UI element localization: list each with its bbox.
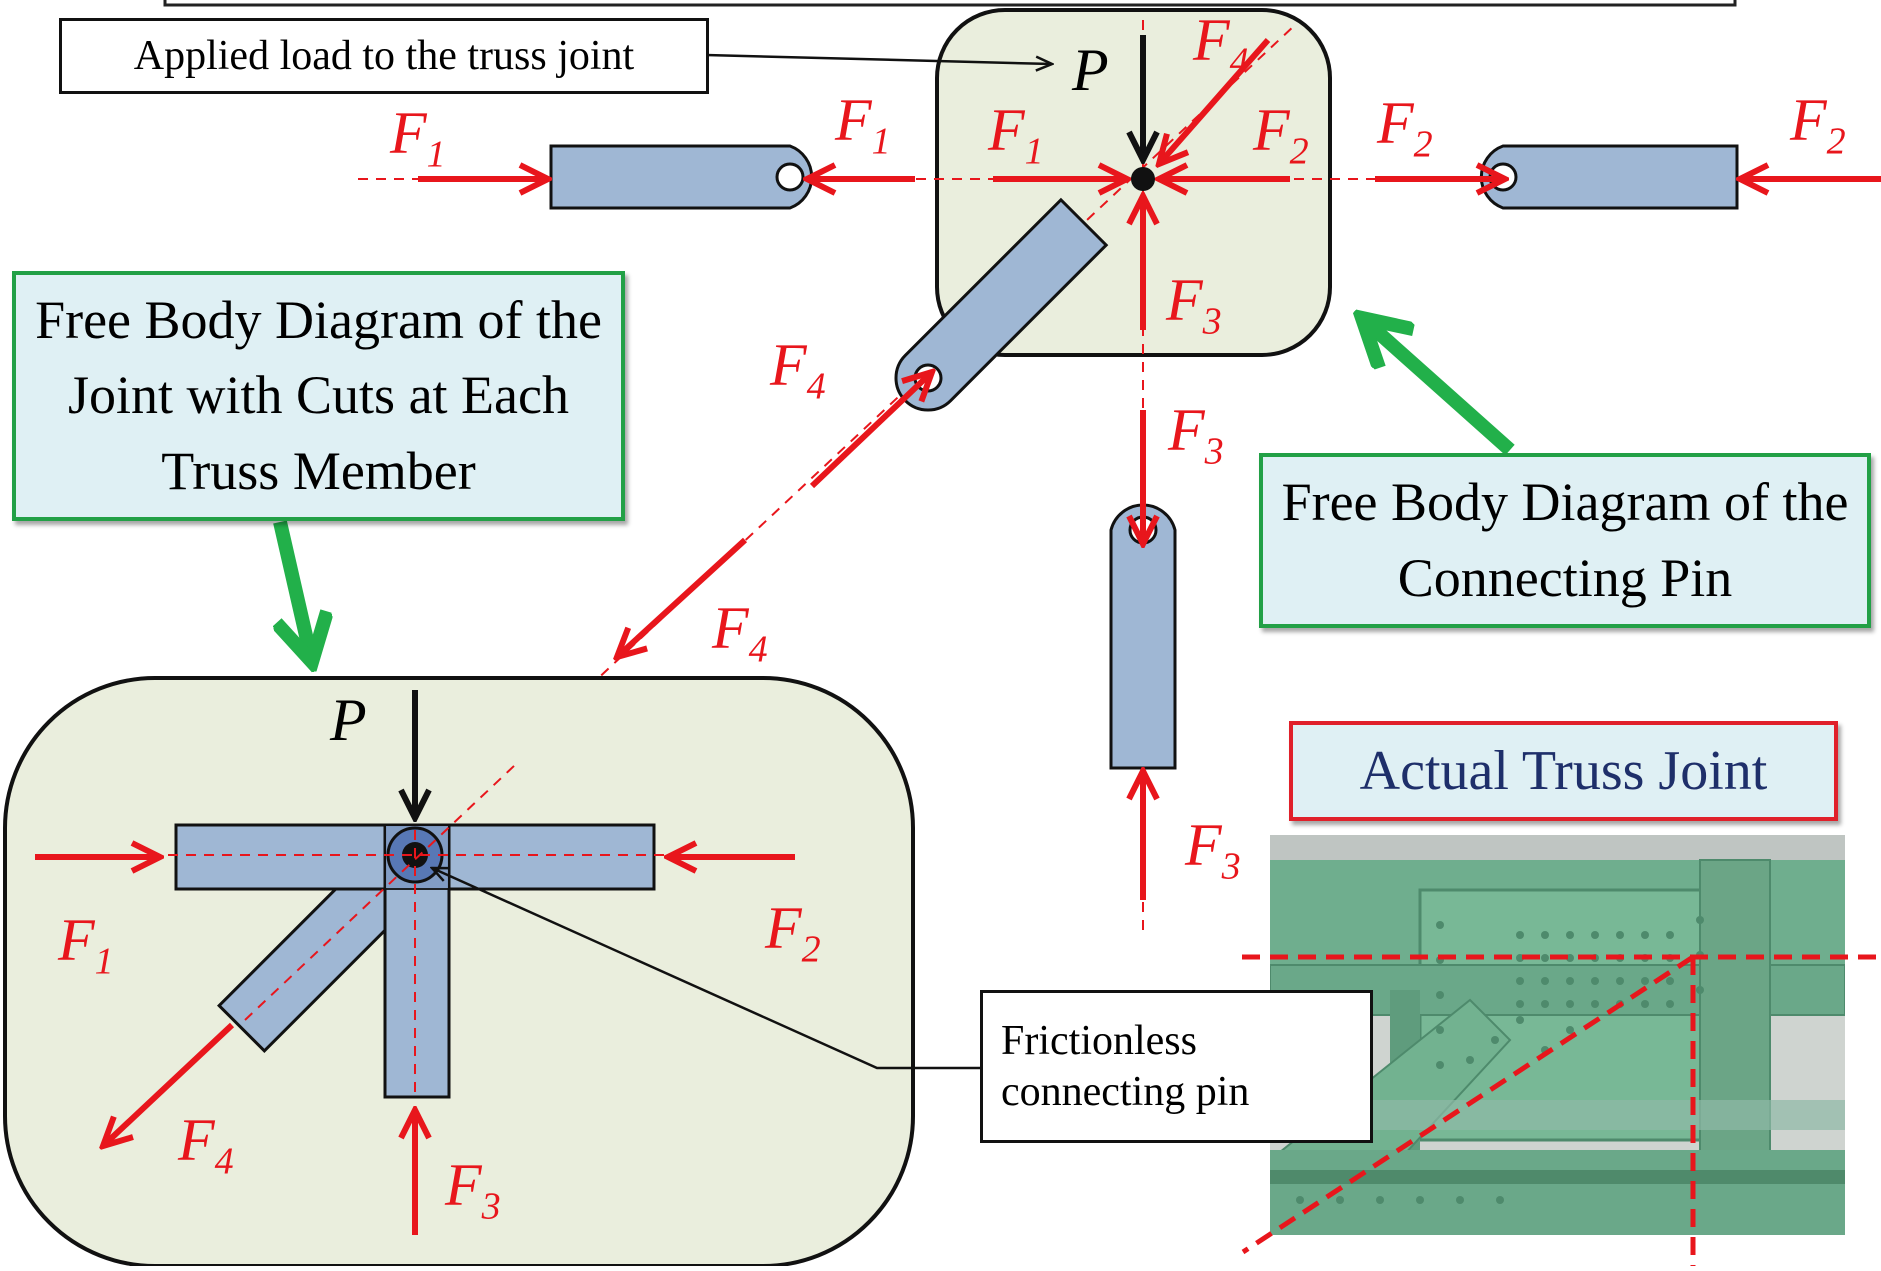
force-arrows-top bbox=[418, 38, 1881, 900]
actual-joint-text: Actual Truss Joint bbox=[1359, 740, 1768, 802]
photo-centerlines bbox=[1241, 954, 1881, 1266]
force-label-f1-pin: F1 bbox=[988, 97, 1044, 173]
force-label-f1-left: F1 bbox=[390, 100, 446, 176]
force-label-f3-joint: F3 bbox=[445, 1152, 501, 1228]
frictionless-pin-callout: Frictionless connecting pin bbox=[980, 990, 1373, 1143]
applied-load-text: Applied load to the truss joint bbox=[133, 32, 635, 79]
force-label-f2-right: F2 bbox=[1790, 87, 1846, 163]
force-label-f1-member: F1 bbox=[835, 87, 891, 163]
force-arrows-joint bbox=[35, 857, 795, 1235]
force-label-f4-cut: F4 bbox=[712, 595, 768, 671]
top-banner-edge bbox=[163, 0, 1737, 7]
pin-leader bbox=[432, 868, 980, 1070]
force-label-f2-pin: F2 bbox=[1253, 97, 1309, 173]
pin-dot-top bbox=[1131, 167, 1155, 191]
fbd-pin-text: Free Body Diagram of the Connecting Pin bbox=[1281, 471, 1849, 608]
force-label-f3-member: F3 bbox=[1168, 397, 1224, 473]
fbd-pin-label: Free Body Diagram of the Connecting Pin bbox=[1259, 453, 1871, 628]
member-f2-cut bbox=[1479, 144, 1739, 210]
load-label-top: P bbox=[1072, 37, 1109, 103]
applied-load-leader bbox=[705, 53, 1052, 64]
force-label-f3-pin: F3 bbox=[1166, 267, 1222, 343]
actual-joint-photo bbox=[1270, 835, 1845, 1235]
force-label-f4-member: F4 bbox=[770, 332, 826, 408]
force-label-f3-bottom: F3 bbox=[1185, 812, 1241, 888]
load-label-joint: P bbox=[330, 687, 367, 753]
force-label-f2-joint: F2 bbox=[765, 895, 821, 971]
fbd-joint-text: Free Body Diagram of the Joint with Cuts… bbox=[35, 289, 602, 501]
green-arrow-joint bbox=[280, 520, 312, 662]
fbd-joint-label: Free Body Diagram of the Joint with Cuts… bbox=[12, 271, 625, 521]
member-f1-cut bbox=[549, 144, 814, 210]
green-arrow-pin bbox=[1362, 318, 1515, 456]
centerlines-joint bbox=[150, 764, 670, 1100]
actual-joint-label: Actual Truss Joint bbox=[1289, 721, 1838, 821]
member-f3-cut bbox=[1109, 503, 1177, 770]
force-label-f4-joint: F4 bbox=[178, 1107, 234, 1183]
force-label-f1-joint: F1 bbox=[58, 907, 114, 983]
force-label-f2-member: F2 bbox=[1377, 90, 1433, 166]
frictionless-pin-text: Frictionless connecting pin bbox=[1001, 1018, 1250, 1115]
force-label-f4-pin: F4 bbox=[1193, 7, 1249, 83]
applied-load-callout: Applied load to the truss joint bbox=[59, 18, 709, 94]
